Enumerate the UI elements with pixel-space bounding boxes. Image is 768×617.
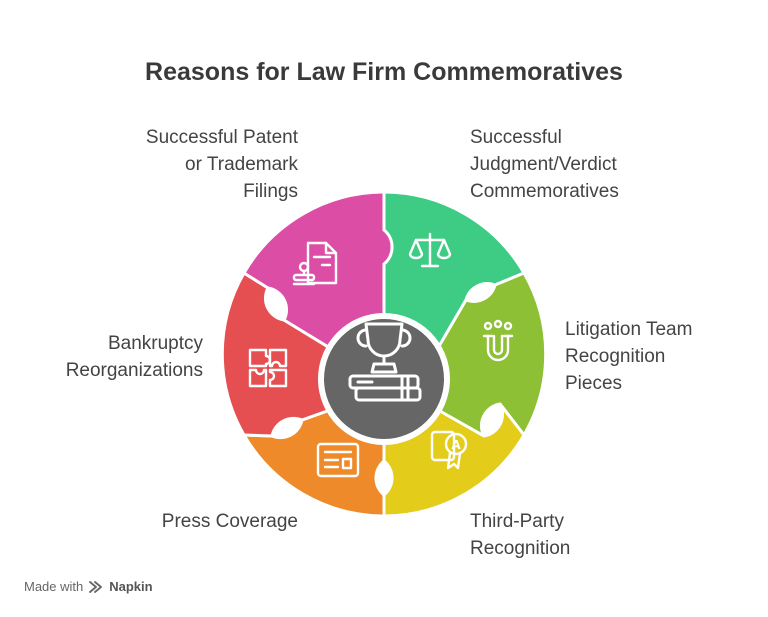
label-litigation-team: Litigation Team Recognition Pieces	[565, 316, 692, 397]
stamped-document-icon	[292, 241, 338, 286]
center-circle	[324, 319, 444, 439]
label-judgment-verdict: Successful Judgment/Verdict Commemorativ…	[470, 124, 619, 205]
svg-text:A: A	[451, 438, 461, 452]
segment-press-coverage	[241, 408, 386, 518]
segment-bankruptcy	[220, 270, 333, 438]
napkin-brand-text: Napkin	[109, 579, 153, 594]
label-line: Filings	[243, 181, 298, 202]
label-line: Commemoratives	[470, 181, 619, 202]
label-line: Recognition	[470, 538, 571, 559]
label-line: Litigation Team	[565, 319, 693, 340]
label-line: Judgment/Verdict	[470, 154, 617, 175]
segment-patent-trademark	[241, 190, 394, 351]
napkin-logo-icon	[89, 580, 103, 593]
label-line: Pieces	[565, 373, 623, 394]
label-line: Reorganizations	[65, 360, 203, 381]
label-line: or Trademark	[185, 154, 298, 175]
team-magnet-icon	[482, 319, 514, 362]
label-bankruptcy: Bankruptcy Reorganizations	[66, 330, 203, 384]
diagram-title: Reasons for Law Firm Commemoratives	[145, 58, 623, 86]
label-line: Press Coverage	[161, 511, 298, 532]
newspaper-icon	[316, 442, 360, 478]
footer-attribution: Made with Napkin	[24, 579, 153, 594]
segment-litigation-team	[435, 271, 548, 440]
label-patent-trademark: Successful Patent or Trademark Filings	[146, 124, 298, 205]
award-certificate-icon: A	[430, 430, 468, 470]
scales-icon	[408, 232, 452, 268]
label-line: Successful Patent	[145, 127, 298, 148]
trophy-on-books-icon	[348, 322, 422, 402]
label-line: Successful	[470, 127, 562, 148]
label-third-party: Third-Party Recognition	[470, 508, 570, 562]
label-line: Third-Party	[470, 511, 564, 532]
label-press-coverage: Press Coverage	[162, 508, 298, 535]
puzzle-pieces-icon	[248, 348, 288, 388]
label-line: Bankruptcy	[107, 333, 203, 354]
label-line: Recognition	[565, 346, 666, 367]
made-with-text: Made with	[24, 579, 84, 594]
